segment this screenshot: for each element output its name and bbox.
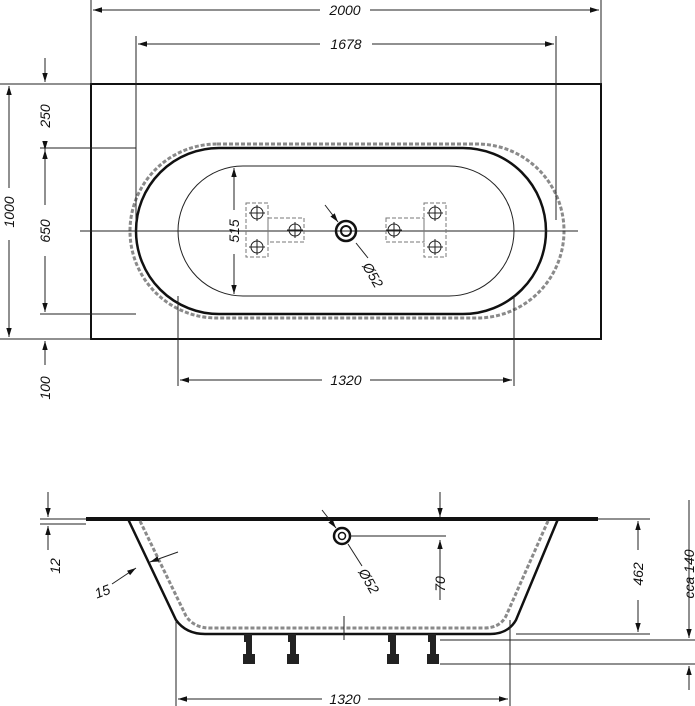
drain-diameter-label: Ø52 [359, 259, 387, 291]
tub-inner-dashed [138, 520, 550, 630]
dim-bottom-length-top: 1320 [330, 372, 361, 388]
dim-inner-width: 650 [37, 219, 53, 243]
dim-wall-thickness: 15 [92, 581, 112, 601]
dim-leg-height: cca 140 [681, 549, 695, 598]
dim-overall-length: 2000 [328, 2, 360, 18]
leg-plates-right [385, 202, 447, 258]
dim-front-margin: 100 [37, 376, 53, 400]
dim-bottom-length-side: 1320 [329, 691, 360, 706]
top-view: Ø52 2000 1678 1000 250 650 100 [0, 0, 602, 400]
leg-icon [243, 634, 439, 664]
side-view: Ø52 12 15 70 [40, 492, 695, 706]
tub-body-outline [126, 518, 560, 636]
dim-overall-width: 1000 [1, 196, 17, 227]
dim-drain-height: 70 [432, 576, 448, 592]
dim-depth: 462 [630, 562, 646, 586]
dim-bottom-width: 515 [226, 219, 242, 243]
dim-back-margin: 250 [37, 104, 53, 129]
side-drain-icon [321, 509, 446, 567]
dim-inner-length: 1678 [330, 36, 361, 52]
tub-outer-outline [90, 83, 602, 340]
drain-icon [324, 204, 369, 259]
leg-plates-left [245, 202, 305, 258]
dim-rim-thickness: 12 [47, 558, 63, 574]
side-drain-diameter-label: Ø52 [355, 565, 383, 597]
